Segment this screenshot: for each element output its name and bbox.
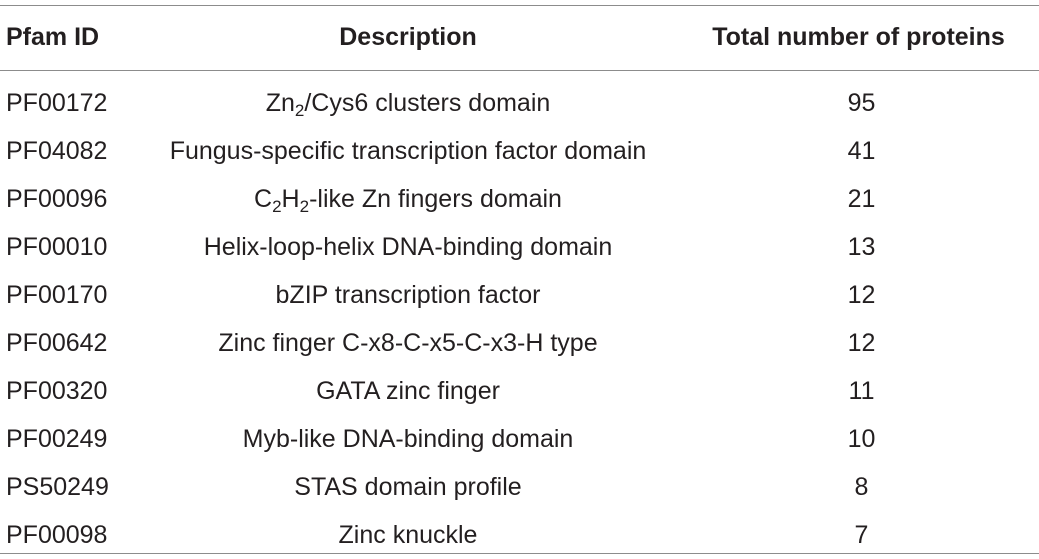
- table-header: Pfam ID Description Total number of prot…: [0, 0, 1039, 71]
- description-text: /Cys6 clusters domain: [304, 88, 551, 117]
- table-row: PS50249 STAS domain profile 8: [0, 463, 1039, 511]
- cell-total-proteins: 8: [854, 472, 869, 501]
- table-row: PF04082 Fungus-specific transcription fac…: [0, 127, 1039, 175]
- cell-description: Zinc finger C-x8-C-x5-C-x3-H type: [138, 319, 678, 367]
- description-text: bZIP transcription factor: [275, 280, 541, 309]
- cell-pfam-id: PF00096: [6, 184, 108, 213]
- cell-total-proteins: 41: [847, 136, 876, 165]
- description-text: Fungus-specific transcription factor dom…: [169, 136, 647, 165]
- table-header-rule: [0, 70, 1039, 71]
- table-row: PF00320 GATA zinc finger 11: [0, 367, 1039, 415]
- description-subscript: 2: [294, 100, 305, 120]
- cell-description: STAS domain profile: [138, 463, 678, 511]
- cell-pfam-id: PF00172: [6, 88, 108, 117]
- cell-description: Helix-loop-helix DNA-binding domain: [138, 223, 678, 271]
- cell-pfam-id: PF04082: [6, 136, 108, 165]
- cell-description: Myb-like DNA-binding domain: [138, 415, 678, 463]
- cell-total-proteins: 7: [854, 520, 869, 549]
- cell-pfam-id: PF00642: [6, 328, 108, 357]
- cell-description: GATA zinc finger: [138, 367, 678, 415]
- cell-description: Fungus-specific transcription factor dom…: [138, 127, 678, 175]
- header-description: Description: [339, 23, 477, 51]
- cell-total-proteins: 12: [847, 328, 876, 357]
- table-row: PF00172 Zn2/Cys6 clusters domain 95: [0, 71, 1039, 127]
- table-row: PF00010 Helix-loop-helix DNA-binding doma…: [0, 223, 1039, 271]
- cell-total-proteins: 12: [847, 280, 876, 309]
- table-row: PF00642 Zinc finger C-x8-C-x5-C-x3-H type…: [0, 319, 1039, 367]
- description-text: H: [281, 184, 300, 213]
- header-total-proteins: Total number of proteins: [712, 23, 1005, 51]
- description-subscript: 2: [299, 196, 310, 216]
- description-text: Zinc finger C-x8-C-x5-C-x3-H type: [218, 328, 598, 357]
- description-text: -like Zn fingers domain: [309, 184, 562, 213]
- header-pfam-id: Pfam ID: [6, 23, 100, 51]
- table-top-rule: [0, 5, 1039, 6]
- description-text: Zinc knuckle: [338, 520, 478, 549]
- description-subscript: 2: [272, 196, 282, 216]
- table-row: PF00098 Zinc knuckle 7: [0, 511, 1039, 559]
- cell-pfam-id: PS50249: [6, 472, 109, 501]
- cell-total-proteins: 10: [847, 424, 876, 453]
- cell-total-proteins: 21: [847, 184, 876, 213]
- cell-description: Zinc knuckle: [138, 511, 678, 559]
- description-text: STAS domain profile: [294, 472, 522, 501]
- cell-pfam-id: PF00098: [6, 520, 108, 549]
- header-row: Pfam ID Description Total number of prot…: [0, 0, 1039, 71]
- cell-total-proteins: 13: [847, 232, 876, 261]
- cell-total-proteins: 95: [847, 88, 876, 117]
- cell-description: bZIP transcription factor: [138, 271, 678, 319]
- cell-description: C2H2-like Zn fingers domain: [138, 175, 678, 223]
- description-text: Helix-loop-helix DNA-binding domain: [203, 232, 613, 261]
- cell-total-proteins: 11: [848, 376, 875, 405]
- table-row: PF00170 bZIP transcription factor 12: [0, 271, 1039, 319]
- cell-pfam-id: PF00010: [6, 232, 108, 261]
- cell-pfam-id: PF00170: [6, 280, 108, 309]
- cell-pfam-id: PF00249: [6, 424, 108, 453]
- description-text: Zn: [265, 88, 295, 117]
- description-text: C: [254, 184, 273, 213]
- description-text: Myb-like DNA-binding domain: [242, 424, 574, 453]
- cell-description: Zn2/Cys6 clusters domain: [138, 71, 678, 127]
- table-row: PF00249 Myb-like DNA-binding domain 10: [0, 415, 1039, 463]
- description-text: GATA zinc finger: [316, 376, 500, 405]
- cell-pfam-id: PF00320: [6, 376, 108, 405]
